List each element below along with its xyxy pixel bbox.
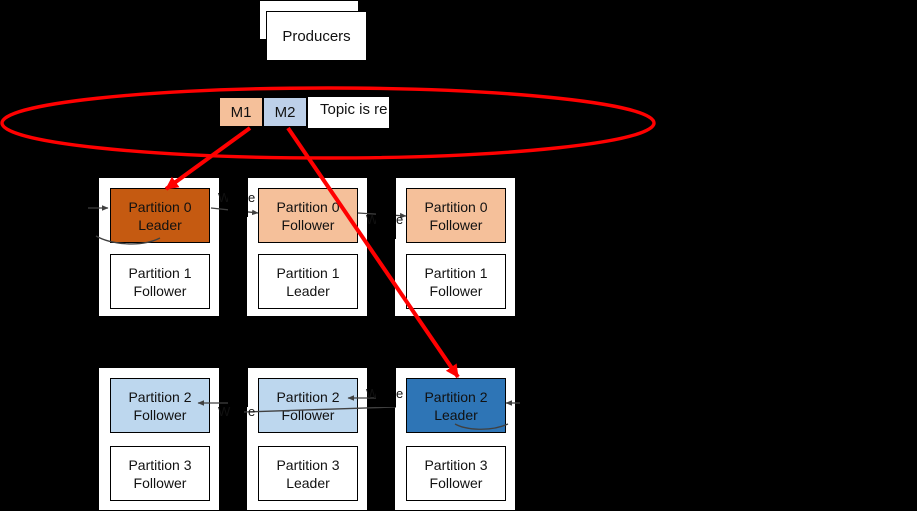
edge-label-write-4: W [366, 386, 379, 401]
partition-role: Follower [281, 216, 335, 233]
partition-box-p3-leader[interactable]: Partition 3 Leader [258, 446, 358, 501]
partition-role: Leader [286, 282, 330, 299]
partition-title: Partition 2 [128, 388, 192, 405]
message-m2-label: M2 [274, 103, 296, 121]
partition-role: Leader [138, 216, 182, 233]
broker-cluster-1-top: Partition 0 Leader Partition 1 Follower [98, 177, 220, 317]
partition-title: Partition 0 [424, 198, 488, 215]
partition-role: Follower [281, 406, 335, 423]
edge-label-write-2-tail: e [396, 212, 404, 227]
partition-title: Partition 3 [128, 456, 192, 473]
edge-label-write-4-tail: e [396, 386, 404, 401]
edge-label-mask-4 [376, 367, 396, 407]
message-box-m1[interactable]: M1 [219, 97, 263, 127]
edge-label-write-3-tail: e [248, 404, 256, 419]
message-m1-label: M1 [230, 103, 252, 121]
partition-box-p1-follower[interactable]: Partition 1 Follower [110, 254, 210, 309]
partition-title: Partition 2 [276, 388, 340, 405]
edge-label-mask-1 [228, 177, 248, 217]
partition-box-p0-leader[interactable]: Partition 0 Leader [110, 188, 210, 243]
partition-box-p0-follower[interactable]: Partition 0 Follower [258, 188, 358, 243]
partition-title: Partition 1 [276, 264, 340, 281]
partition-role: Leader [286, 474, 330, 491]
partition-role: Follower [133, 474, 187, 491]
edge-label-mask-3 [228, 367, 248, 407]
partition-box-p1-leader[interactable]: Partition 1 Leader [258, 254, 358, 309]
broker-cluster-3-bottom: Partition 2 Leader Partition 3 Follower [394, 367, 516, 511]
partition-title: Partition 0 [276, 198, 340, 215]
partition-title: Partition 1 [128, 264, 192, 281]
partition-box-p3-follower[interactable]: Partition 3 Follower [110, 446, 210, 501]
partition-box-p0-follower[interactable]: Partition 0 Follower [406, 188, 506, 243]
edge-label-write-1: W [218, 190, 231, 205]
edge-label-mask-2 [376, 177, 396, 239]
partition-role: Follower [429, 282, 483, 299]
partition-box-p2-follower[interactable]: Partition 2 Follower [110, 378, 210, 433]
partition-box-p2-leader[interactable]: Partition 2 Leader [406, 378, 506, 433]
producer-card-front: Producers [266, 11, 367, 61]
partition-role: Leader [434, 406, 478, 423]
partition-role: Follower [429, 474, 483, 491]
broker-cluster-2-bottom: Partition 2 Follower Partition 3 Leader [246, 367, 368, 511]
partition-role: Follower [133, 282, 187, 299]
partition-title: Partition 3 [424, 456, 488, 473]
partition-box-p3-follower[interactable]: Partition 3 Follower [406, 446, 506, 501]
partition-title: Partition 1 [424, 264, 488, 281]
message-box-m2[interactable]: M2 [263, 97, 307, 127]
partition-title: Partition 0 [128, 198, 192, 215]
edge-label-write-1-tail: e [248, 190, 256, 205]
partition-title: Partition 2 [424, 388, 488, 405]
partition-box-p2-follower[interactable]: Partition 2 Follower [258, 378, 358, 433]
producers-label: Producers [282, 27, 351, 45]
broker-cluster-1-bottom: Partition 2 Follower Partition 3 Followe… [98, 367, 220, 511]
edge-label-write-3: W [218, 404, 231, 419]
broker-cluster-3-top: Partition 0 Follower Partition 1 Followe… [394, 177, 516, 317]
broker-cluster-2-top: Partition 0 Follower Partition 1 Leader [246, 177, 368, 317]
caption-mask-bottom [308, 128, 508, 158]
partition-title: Partition 3 [276, 456, 340, 473]
partition-box-p1-follower[interactable]: Partition 1 Follower [406, 254, 506, 309]
edge-label-write-2: W [366, 212, 379, 227]
partition-role: Follower [429, 216, 483, 233]
partition-role: Follower [133, 406, 187, 423]
